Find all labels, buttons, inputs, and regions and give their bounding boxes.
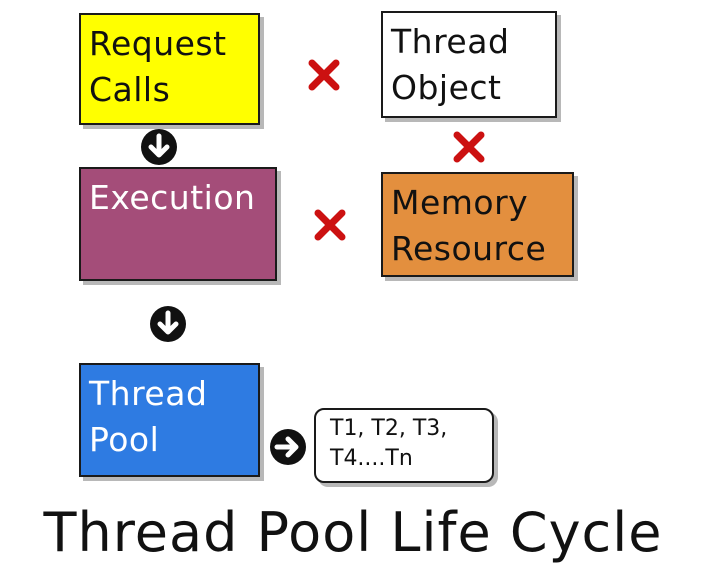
request-calls-label-line2: Calls [89, 70, 171, 109]
execution-label: Execution [89, 178, 256, 217]
thread-pool-label-line2: Pool [89, 420, 160, 459]
cross-mark-icon [453, 131, 485, 163]
arrow-down-circle-icon [141, 129, 177, 165]
thread-object-label-line2: Object [391, 68, 502, 107]
arrow-right-circle-icon [270, 429, 306, 465]
cross-mark-icon [308, 59, 340, 91]
execution-box: Execution [79, 167, 277, 281]
thread-object-box: Thread Object [381, 11, 557, 118]
thread-pool-box: Thread Pool [79, 363, 260, 477]
arrow-down-circle-icon [150, 306, 186, 342]
threads-list-line1: T1, T2, T3, [330, 416, 448, 441]
memory-resource-label-line1: Memory [391, 183, 529, 222]
request-calls-label-line1: Request [89, 24, 227, 63]
diagram-title: Thread Pool Life Cycle [43, 501, 663, 564]
memory-resource-label-line2: Resource [391, 229, 547, 268]
memory-resource-box: Memory Resource [381, 172, 574, 277]
threads-list-box: T1, T2, T3, T4....Tn [314, 408, 494, 483]
request-calls-box: Request Calls [79, 13, 260, 125]
threads-list-line2: T4....Tn [330, 446, 413, 471]
thread-pool-label-line1: Thread [89, 374, 208, 413]
thread-object-label-line1: Thread [391, 22, 510, 61]
cross-mark-icon [314, 209, 346, 241]
